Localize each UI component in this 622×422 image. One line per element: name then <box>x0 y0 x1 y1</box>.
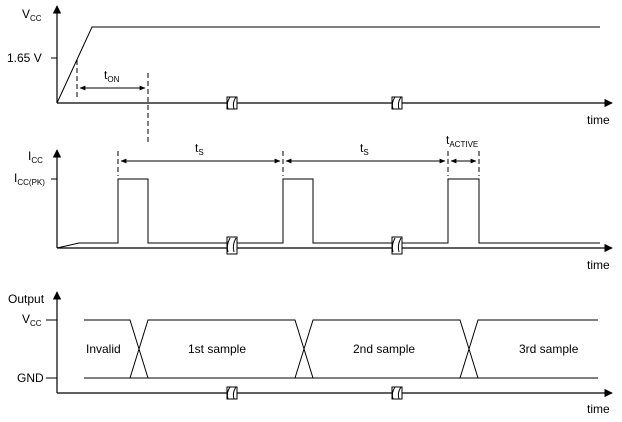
vcc-panel: VCC 1.65 V tON time <box>7 5 613 142</box>
output-time-label: time <box>587 402 610 416</box>
tactive-label: tACTIVE <box>446 133 478 149</box>
output-state-sample-1: 1st sample <box>188 342 246 356</box>
icc-peak-label: ICC(PK) <box>14 171 45 187</box>
icc-axis-break-2 <box>391 236 403 255</box>
icc-pulse-waveform <box>56 178 600 249</box>
vcc-axis-break-1 <box>226 96 238 110</box>
icc-panel: ICC ICC(PK) tS tS tACTIVE time <box>14 133 613 272</box>
output-axis-break-1 <box>226 386 238 400</box>
icc-axis-label: ICC <box>28 149 43 165</box>
output-state-waveform <box>84 319 598 379</box>
output-panel: Output VCC GND Invalid 1st sample 2nd sa… <box>8 291 613 416</box>
vcc-ramp-waveform <box>56 26 600 104</box>
vcc-axis-label: VCC <box>22 7 42 23</box>
icc-axis-break-1 <box>226 236 238 255</box>
ton-label: tON <box>104 68 120 84</box>
vcc-axis-break-2 <box>391 96 403 110</box>
ts1-label: tS <box>195 141 204 157</box>
output-state-sample-3: 3rd sample <box>519 342 579 356</box>
output-axis-break-2 <box>391 386 403 400</box>
ts2-label: tS <box>360 141 369 157</box>
output-vcc-label: VCC <box>22 312 42 328</box>
vcc-time-label: time <box>587 113 610 127</box>
output-gnd-label: GND <box>17 371 44 385</box>
output-state-sample-2: 2nd sample <box>353 342 415 356</box>
vcc-level-label: 1.65 V <box>7 51 42 65</box>
icc-time-label: time <box>587 258 610 272</box>
output-state-invalid: Invalid <box>86 342 121 356</box>
output-axis-label: Output <box>8 292 45 306</box>
